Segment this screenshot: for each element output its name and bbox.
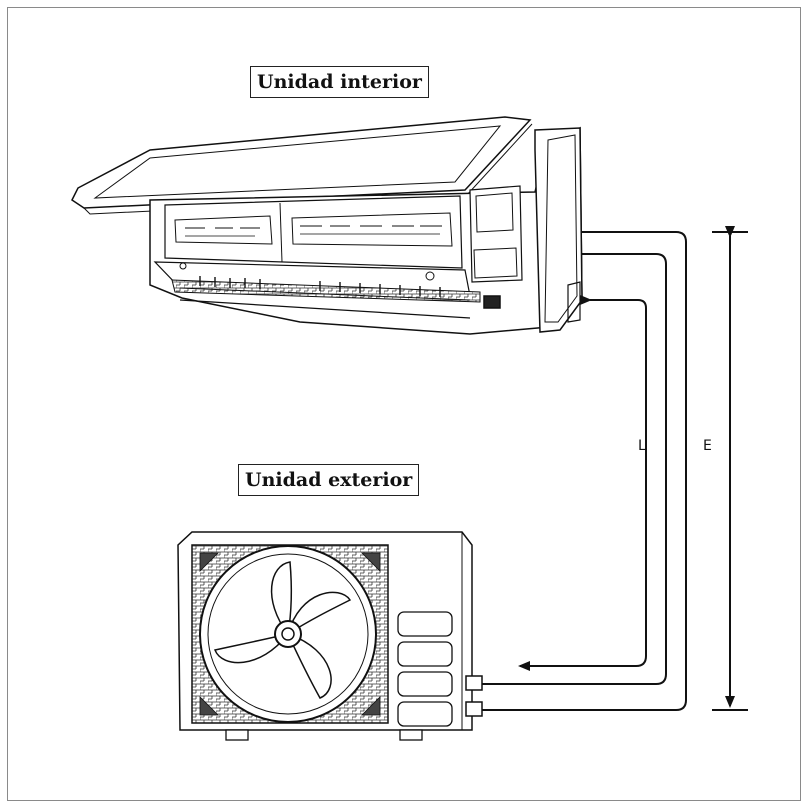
outdoor-unit-label: Unidad exterior	[238, 464, 420, 496]
pipe-outer	[482, 231, 687, 711]
indoor-unit-label: Unidad interior	[250, 66, 429, 98]
outdoor-unit	[177, 531, 483, 741]
height-dimension	[712, 226, 748, 711]
height-difference-label: E	[703, 438, 712, 454]
indoor-unit-front-flap	[71, 116, 532, 209]
pipe-length-arrow	[518, 295, 647, 671]
pipe-middle	[482, 253, 667, 685]
refrigerant-piping	[482, 231, 687, 711]
pipe-length-label: L	[638, 438, 646, 454]
indoor-unit	[71, 116, 583, 335]
